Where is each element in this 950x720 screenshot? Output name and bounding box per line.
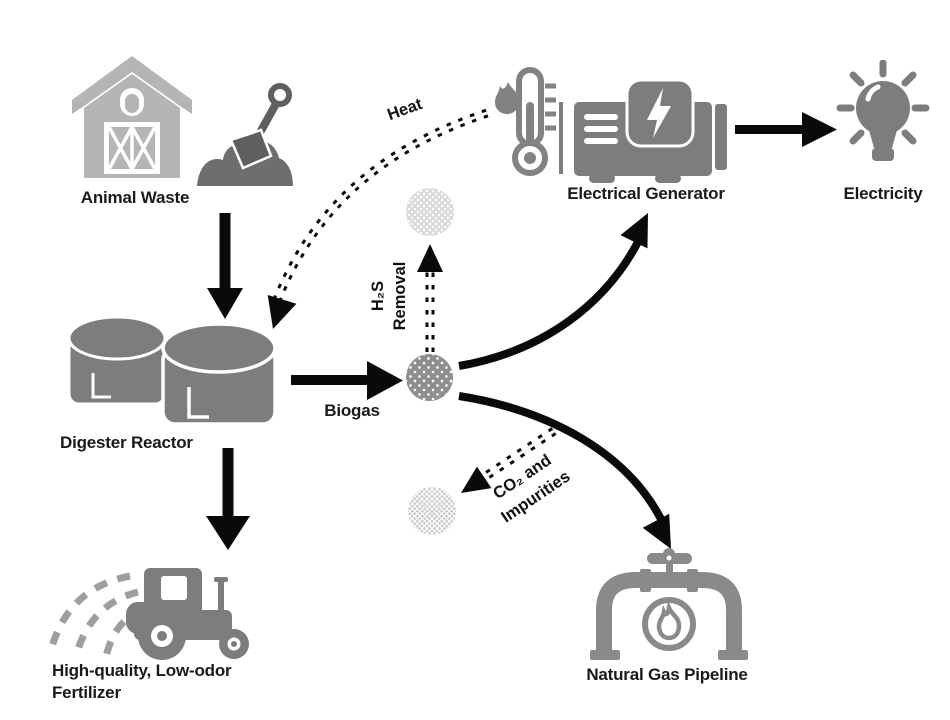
h2s-removal-flow-label: H₂S Removal — [369, 261, 409, 331]
fertilizer-label: High-quality, Low-odor Fertilizer — [52, 661, 232, 702]
biogas-node-circle — [406, 354, 453, 401]
barn-icon — [62, 56, 202, 188]
natural-gas-pipeline-label: Natural Gas Pipeline — [586, 665, 748, 684]
co2-removed-node-circle — [408, 487, 456, 535]
arrow-biogas-to-h2s — [417, 244, 443, 352]
arrow-digester-to-biogas — [291, 361, 403, 400]
lightbulb-icon — [836, 60, 930, 176]
co2-impurities-flow-label: CO₂ and Impurities — [489, 451, 574, 527]
tractor-spray-icon — [38, 556, 253, 661]
electrical-generator-label: Electrical Generator — [567, 184, 725, 203]
h2s-removed-node-circle — [406, 188, 454, 236]
arrow-waste-to-digester — [207, 213, 243, 319]
digester-tanks-icon — [56, 305, 286, 427]
arrow-biogas-to-generator — [458, 213, 648, 370]
heat-thermometer-icon — [486, 66, 564, 180]
pipeline-icon — [588, 548, 750, 666]
generator-icon — [557, 74, 735, 186]
arrow-biogas-to-pipeline — [458, 392, 671, 549]
shovel-waste-pile-icon — [195, 80, 295, 188]
arrow-digester-to-fertilizer — [206, 448, 250, 550]
animal-waste-label: Animal Waste — [80, 188, 190, 207]
heat-flow-label: Heat — [384, 94, 425, 125]
biogas-label: Biogas — [324, 401, 380, 420]
electricity-label: Electricity — [843, 184, 923, 203]
digester-reactor-label: Digester Reactor — [60, 433, 193, 452]
arrow-generator-to-electricity — [735, 112, 837, 147]
